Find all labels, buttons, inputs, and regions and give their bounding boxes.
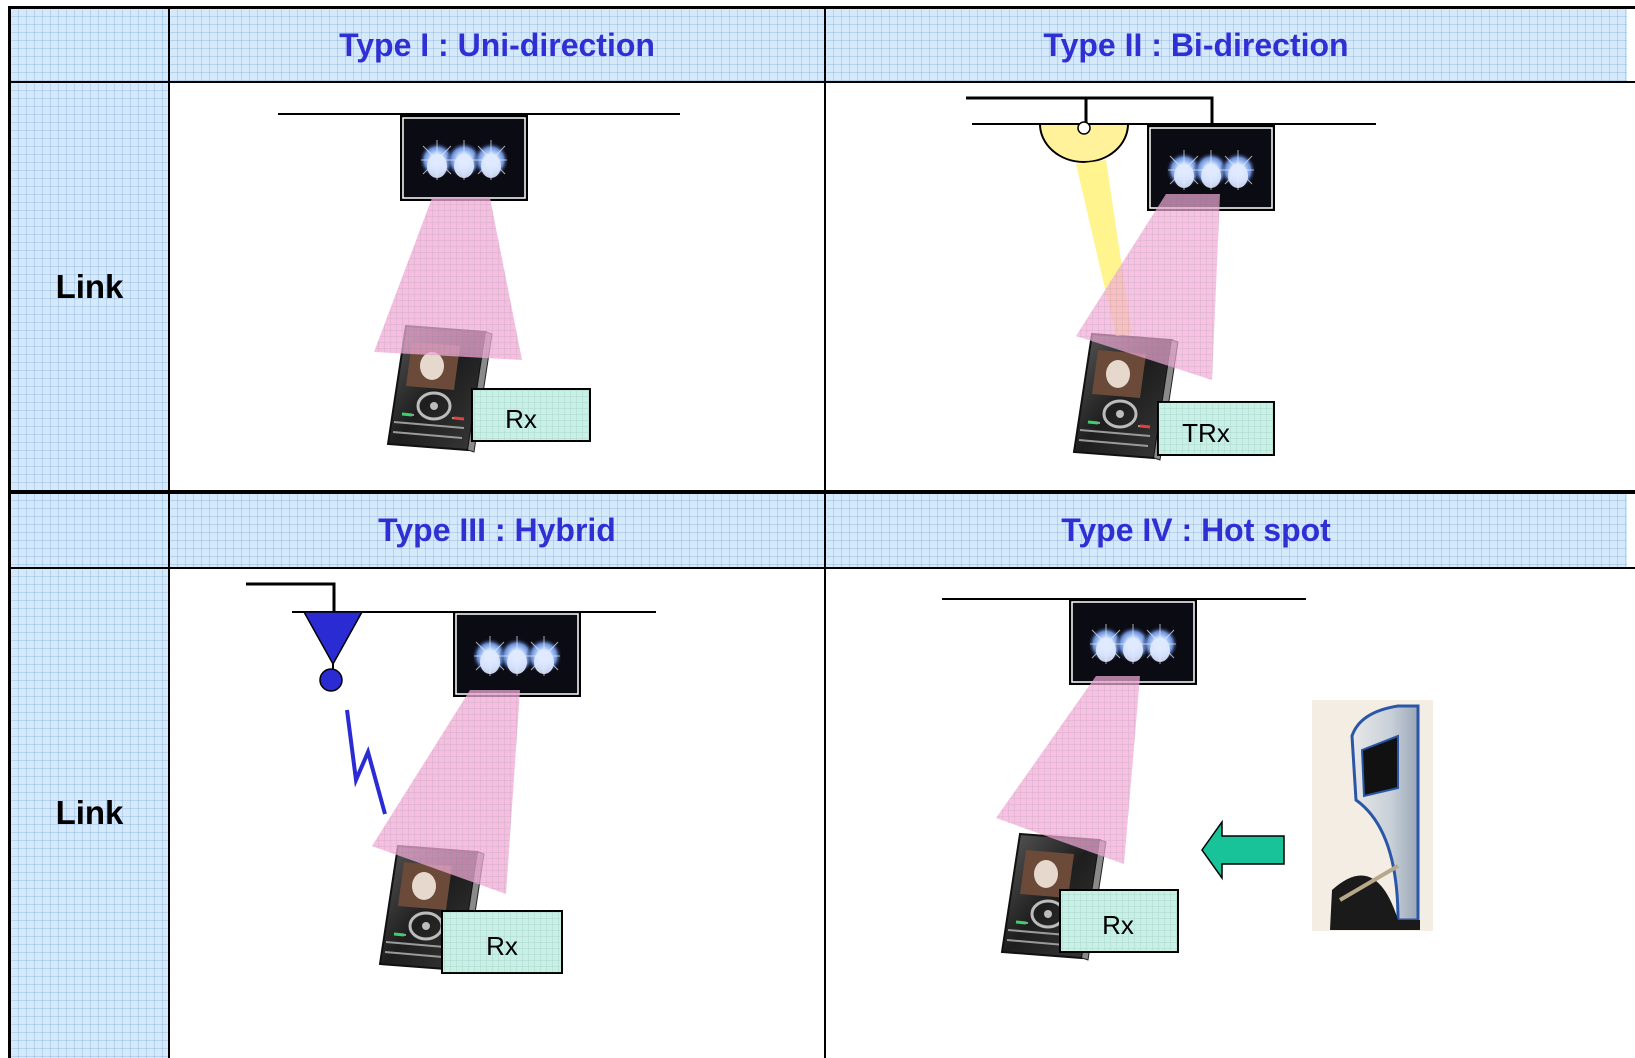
light-beam xyxy=(1076,194,1220,380)
receiver-label-box: Rx xyxy=(471,388,591,442)
antenna-icon xyxy=(302,611,364,692)
light-beam xyxy=(372,690,520,894)
header-corner-middle xyxy=(10,492,169,568)
receiver-label: Rx xyxy=(1102,910,1134,940)
led-lamp-icon xyxy=(1069,599,1197,685)
receiver-label: Rx xyxy=(505,404,537,434)
header-type-1: Type I : Uni-direction xyxy=(169,8,825,82)
header-type-4: Type IV : Hot spot xyxy=(825,492,1627,568)
uplink-receiver-icon xyxy=(1038,123,1130,163)
led-lamp-icon xyxy=(453,611,581,697)
header-type-2: Type II : Bi-direction xyxy=(825,8,1627,82)
type3-diagram: Rx xyxy=(246,582,656,974)
power-line xyxy=(966,96,1214,124)
header-type-3: Type III : Hybrid xyxy=(169,492,825,568)
table-rule-2 xyxy=(8,490,1635,494)
light-beam xyxy=(374,198,522,360)
type2-diagram: TRx xyxy=(966,96,1376,462)
led-lamp-icon xyxy=(400,115,528,201)
table-rule-col-2 xyxy=(824,6,826,1058)
table-rule-1 xyxy=(8,81,1635,83)
transceiver-label-box: TRx xyxy=(1157,401,1275,456)
type1-diagram: Rx xyxy=(278,113,680,454)
header-corner-top xyxy=(10,8,169,82)
power-line xyxy=(246,582,336,612)
table-rule-col-1 xyxy=(168,6,170,1058)
transceiver-label: TRx xyxy=(1182,418,1230,448)
row-label-link-2: Link xyxy=(10,568,169,1058)
receiver-label-box: Rx xyxy=(1059,889,1179,953)
type4-diagram: Rx xyxy=(942,598,1433,962)
receiver-label-box: Rx xyxy=(441,910,563,974)
receiver-label: Rx xyxy=(486,931,518,961)
table-rule-3 xyxy=(8,567,1635,569)
table-border-left xyxy=(8,6,11,1058)
table-border-top xyxy=(8,6,1635,9)
wireless-signal-icon xyxy=(345,709,387,815)
left-arrow-icon xyxy=(1201,819,1285,881)
row-label-link-1: Link xyxy=(10,82,169,492)
light-beam xyxy=(996,676,1140,864)
kiosk-icon xyxy=(1312,700,1433,931)
